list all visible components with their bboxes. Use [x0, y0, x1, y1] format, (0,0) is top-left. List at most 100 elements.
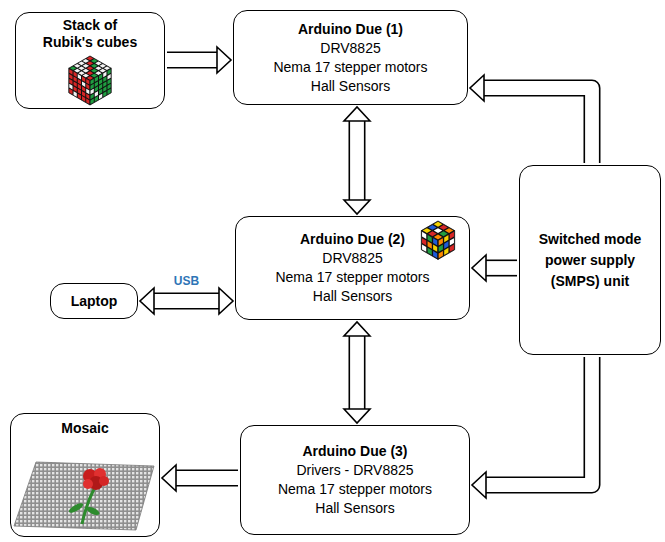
process-box: Stack of Rubik's cubes — [15, 12, 165, 109]
cube-sticker — [91, 89, 94, 95]
block-arrow — [344, 322, 370, 423]
flower-petal — [83, 479, 93, 489]
block-arrow — [162, 465, 238, 491]
arrow-head — [472, 255, 486, 281]
block-arrow — [470, 75, 592, 163]
arrow-head — [344, 107, 370, 121]
cube-sticker — [86, 84, 89, 90]
cube-sticker — [82, 86, 85, 92]
arrow-head — [162, 465, 176, 491]
cube-sticker — [91, 94, 94, 100]
cube-sticker — [74, 64, 80, 68]
box-text: Hall Sensors — [313, 287, 392, 306]
arrow-head — [472, 472, 486, 498]
cube-sticker — [86, 89, 89, 95]
cube-sticker — [91, 84, 94, 90]
cube-pictures — [69, 56, 455, 259]
cube-sticker — [433, 238, 437, 245]
cube-sticker — [78, 89, 81, 95]
cube-sticker — [107, 74, 110, 80]
block-arrow — [472, 357, 592, 498]
process-box: Arduino Due (3)Drivers - DRV8825Nema 17 … — [240, 425, 470, 535]
cube-sticker — [99, 79, 102, 85]
cube-sticker — [439, 245, 443, 252]
cube-sticker — [82, 81, 85, 87]
cube-sticker — [450, 232, 454, 239]
cube-sticker — [107, 89, 110, 95]
cube-sticker — [95, 96, 98, 102]
cube-sticker — [99, 74, 102, 80]
cube-sticker — [434, 228, 442, 233]
cube-sticker — [74, 91, 77, 97]
cube-sticker — [428, 225, 436, 230]
box-heading: Laptop — [71, 292, 118, 311]
box-text: Hall Sensors — [311, 77, 390, 96]
box-text: Drivers - DRV8825 — [296, 461, 413, 480]
flower-stem — [82, 489, 94, 524]
cube-sticker — [74, 72, 77, 78]
cube-sticker — [87, 57, 93, 61]
arrow-outline — [175, 470, 238, 487]
cube-sticker — [87, 71, 93, 75]
flower-leaf — [68, 501, 85, 514]
box-text: DRV8825 — [322, 249, 382, 268]
arrow-body — [483, 88, 592, 163]
cube-sticker — [433, 251, 437, 258]
arrow-body — [350, 335, 364, 410]
mosaic-picture — [14, 462, 154, 530]
block-arrow — [344, 107, 370, 214]
arrow-body — [153, 294, 220, 308]
cube-sticker — [439, 238, 443, 245]
cube-sticker — [103, 76, 106, 82]
cube-sticker — [99, 89, 102, 95]
cube-sticker — [87, 66, 93, 70]
cube-sticker — [69, 89, 72, 95]
cube-sticker — [103, 86, 106, 92]
cube-sticker — [422, 238, 426, 245]
cube-face — [438, 231, 455, 260]
cube-sticker — [78, 84, 81, 90]
arrow-outline — [483, 88, 592, 163]
arrow-outline — [485, 357, 592, 485]
arrow-head — [219, 288, 233, 314]
cube-sticker — [439, 251, 443, 258]
cube-sticker — [107, 69, 110, 75]
box-heading: Switched mode power supply (SMPS) unit — [531, 229, 649, 292]
block-arrow — [140, 288, 233, 314]
process-box: Mosaic — [10, 413, 160, 537]
cube-sticker — [86, 79, 89, 85]
cube-sticker — [83, 69, 89, 73]
cube-sticker — [428, 248, 432, 255]
cube-sticker — [428, 235, 432, 242]
box-heading: Mosaic — [61, 419, 108, 438]
rubiks-cube-icon — [421, 221, 454, 259]
arrow-head — [344, 409, 370, 423]
cube-sticker — [91, 79, 94, 85]
cube-face — [69, 68, 90, 105]
cube-sticker — [422, 232, 426, 239]
cube-sticker — [450, 238, 454, 245]
process-box: Laptop — [50, 283, 138, 319]
process-box: Switched mode power supply (SMPS) unit — [519, 165, 661, 355]
arrow-body — [175, 471, 238, 485]
cube-sticker — [91, 64, 97, 68]
cube-sticker — [95, 66, 101, 70]
cube-face — [90, 68, 111, 105]
cube-sticker — [74, 76, 77, 82]
cube-sticker — [86, 94, 89, 100]
cube-sticker — [69, 74, 72, 80]
box-text: Nema 17 stepper motors — [275, 268, 429, 287]
cube-sticker — [95, 86, 98, 92]
cube-sticker — [69, 79, 72, 85]
flower-petal — [99, 476, 109, 486]
cube-sticker — [444, 241, 448, 248]
cube-sticker — [99, 94, 102, 100]
cube-sticker — [103, 91, 106, 97]
arrow-body — [167, 53, 218, 67]
cube-sticker — [95, 81, 98, 87]
cube-sticker — [433, 245, 437, 252]
cube-sticker — [82, 96, 85, 102]
box-text: DRV8825 — [320, 39, 380, 58]
mosaic-plane — [14, 462, 154, 530]
